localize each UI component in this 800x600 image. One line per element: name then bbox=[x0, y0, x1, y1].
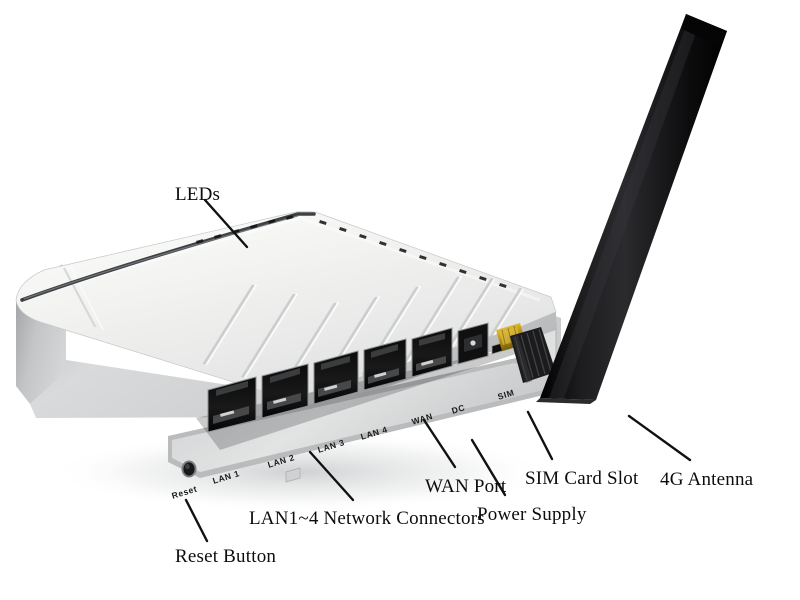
leader-sim bbox=[526, 410, 554, 461]
antenna-highlight bbox=[549, 18, 700, 398]
callout-power-supply: Power Supply bbox=[477, 504, 587, 525]
antenna-base bbox=[536, 398, 596, 404]
lan-port-3 bbox=[313, 350, 359, 405]
case-tab bbox=[285, 467, 301, 483]
wan-port bbox=[411, 327, 453, 378]
dc-power-jack bbox=[457, 322, 489, 365]
callout-reset-button: Reset Button bbox=[175, 546, 277, 567]
callout-wan-port: WAN Port bbox=[425, 476, 507, 497]
callout-leds: LEDs bbox=[175, 184, 221, 205]
lan-port-4 bbox=[363, 338, 407, 391]
lan-port-1 bbox=[207, 376, 257, 433]
reset-pinhole bbox=[181, 460, 197, 478]
leader-leds bbox=[203, 198, 249, 249]
lan-port-2 bbox=[261, 363, 309, 419]
port-well-shade bbox=[196, 348, 522, 450]
ethernet-ports bbox=[207, 327, 453, 433]
callout-4g-antenna: 4G Antenna bbox=[660, 469, 754, 490]
antenna-rod bbox=[540, 14, 727, 400]
port-band bbox=[172, 363, 552, 472]
leader-power bbox=[470, 438, 507, 497]
leader-antenna bbox=[627, 414, 692, 462]
leader-lan bbox=[308, 450, 355, 502]
device-front-edge bbox=[30, 312, 556, 419]
4g-antenna bbox=[496, 14, 727, 404]
antenna-tip bbox=[682, 14, 727, 47]
antenna-hinge bbox=[510, 327, 556, 383]
leader-wan bbox=[422, 418, 457, 469]
callout-lan-connectors: LAN1~4 Network Connectors bbox=[249, 508, 485, 529]
leader-reset bbox=[184, 498, 209, 543]
callout-sim-card-slot: SIM Card Slot bbox=[525, 468, 639, 489]
